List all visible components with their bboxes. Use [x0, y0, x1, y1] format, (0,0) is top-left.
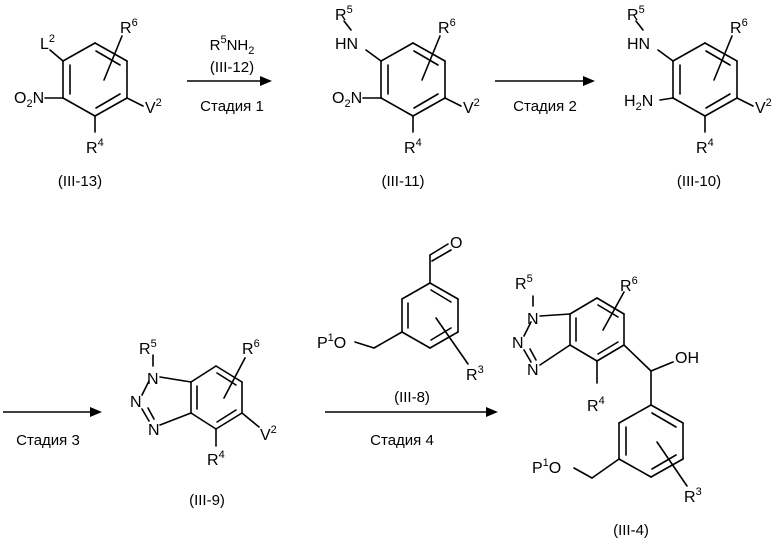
label-iii-9: (III-9)	[189, 492, 225, 509]
step-3-label: Стадия 3	[16, 432, 80, 449]
compound-iii-10: R5 HN H2N V2 R4 R6 (III-10)	[624, 4, 772, 190]
ring-iii-11	[344, 21, 461, 132]
atom-p1o: P1O	[532, 457, 561, 477]
atom-r4: R4	[404, 137, 422, 157]
step-1-reagent: R5NH2	[210, 34, 255, 57]
compound-iii-8: O P1O R3	[317, 235, 484, 384]
compound-iii-11: R5 HN O2N V2 R4 R6 (III-11)	[332, 4, 480, 190]
carbinol-bridge	[624, 345, 673, 405]
atom-r4: R4	[587, 395, 605, 415]
compound-iii-13: L2 O2N V2 R4 R6 (III-13)	[14, 17, 162, 190]
atom-oh: OH	[675, 350, 699, 367]
compound-iii-4: R5 N N N R6 R4 OH P1O R3 (III-4)	[512, 273, 702, 539]
step-2-arrow: Стадия 2	[495, 76, 595, 115]
atom-n2: N	[512, 335, 524, 352]
step-1-reagent-code: (III-12)	[210, 59, 254, 76]
atom-r5: R5	[139, 338, 157, 358]
atom-n1: N	[527, 311, 539, 328]
step-4-arrow: (III-8) Стадия 4	[325, 389, 498, 449]
atom-n3: N	[527, 362, 539, 379]
atom-hn: HN	[627, 36, 650, 53]
atom-l2: L2	[40, 33, 55, 53]
atom-o-aldehyde: O	[450, 235, 462, 252]
atom-r3: R3	[466, 364, 484, 384]
atom-r5: R5	[515, 273, 533, 293]
atom-r4: R4	[207, 449, 225, 469]
atom-n3: N	[148, 422, 160, 439]
atom-r5: R5	[627, 4, 645, 24]
atom-n1: N	[147, 371, 159, 388]
atom-o2n: O2N	[332, 90, 362, 110]
atom-r4: R4	[696, 137, 714, 157]
atom-r6: R6	[120, 17, 138, 37]
atom-v2: V2	[260, 424, 277, 444]
label-iii-13: (III-13)	[58, 173, 102, 190]
atom-h2n: H2N	[624, 93, 653, 113]
ring-iii-10	[636, 21, 753, 132]
step-1-arrow: R5NH2 (III-12) Стадия 1	[187, 34, 272, 115]
atom-o2n: O2N	[14, 90, 44, 110]
ring-iii-13	[45, 36, 143, 132]
step-3-arrow: Стадия 3	[3, 407, 102, 449]
atom-r6: R6	[730, 17, 748, 37]
label-iii-10: (III-10)	[677, 173, 721, 190]
compound-iii-9: R5 N N N R6 V2 R4 (III-9)	[130, 338, 277, 509]
label-iii-11: (III-11)	[381, 173, 424, 190]
benzotriazole-ring-iii-4	[524, 292, 624, 383]
ring-iii-8	[355, 244, 468, 364]
atom-v2: V2	[463, 97, 480, 117]
benzyl-ring-iii-4	[574, 405, 687, 486]
atom-v2: V2	[755, 97, 772, 117]
atom-hn: HN	[335, 36, 358, 53]
atom-r6: R6	[242, 338, 260, 358]
atom-r6: R6	[620, 275, 638, 295]
step-2-label: Стадия 2	[513, 98, 577, 115]
step-4-label: Стадия 4	[370, 432, 434, 449]
label-iii-4: (III-4)	[613, 522, 649, 539]
step-1-label: Стадия 1	[200, 98, 264, 115]
atom-r4: R4	[86, 137, 104, 157]
atom-r3: R3	[684, 486, 702, 506]
atom-r5: R5	[335, 4, 353, 24]
atom-n2: N	[130, 394, 142, 411]
atom-v2: V2	[145, 97, 162, 117]
atom-r6: R6	[438, 17, 456, 37]
atom-p1o: P1O	[317, 332, 346, 352]
label-iii-8: (III-8)	[394, 389, 430, 406]
